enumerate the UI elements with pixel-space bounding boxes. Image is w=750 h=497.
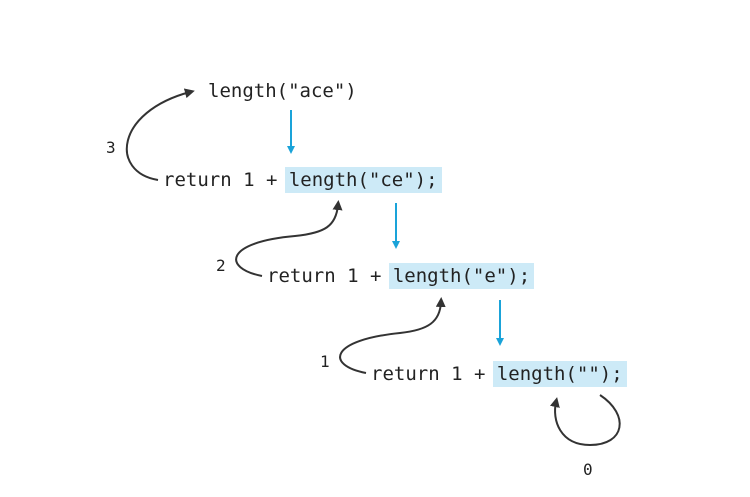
- recursive-call-highlight: length("ce");: [284, 167, 442, 193]
- top-call: length("ace"): [208, 80, 357, 102]
- semicolon: ;: [426, 169, 438, 191]
- return-line-2: return 1 + length("e");: [267, 263, 535, 289]
- recursive-call: length(""): [496, 363, 612, 385]
- return-line-3: return 1 + length("");: [371, 361, 627, 387]
- return-count-2: 2: [216, 256, 226, 275]
- return-count-1: 1: [320, 352, 330, 371]
- return-count-3: 3: [106, 138, 116, 157]
- return-arrow-1: [339, 297, 446, 374]
- recursive-call: length("ce"): [288, 169, 427, 191]
- semicolon: ;: [518, 265, 531, 287]
- recursive-call-highlight: length("e");: [388, 263, 535, 289]
- return-count-0: 0: [583, 460, 593, 479]
- return-prefix: return 1 +: [371, 363, 497, 385]
- return-arrow-3: [125, 88, 195, 181]
- return-arrow-2: [235, 200, 343, 277]
- return-prefix: return 1 +: [163, 169, 289, 191]
- recursive-call-highlight: length("");: [492, 361, 627, 387]
- recursive-call: length("e"): [392, 265, 519, 287]
- semicolon: ;: [611, 363, 623, 385]
- return-line-1: return 1 + length("ce");: [163, 167, 442, 193]
- return-prefix: return 1 +: [267, 265, 393, 287]
- return-arrow-0: [550, 394, 621, 447]
